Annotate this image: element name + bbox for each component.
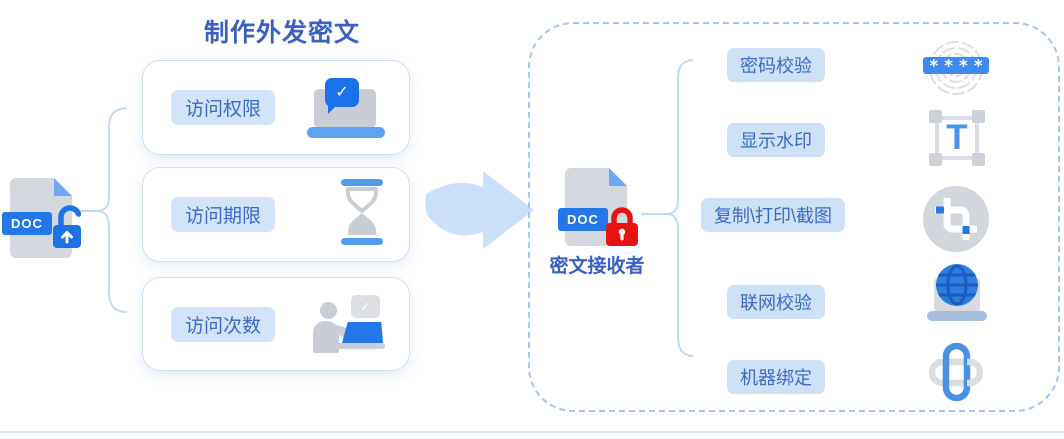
svg-text:* * * *: * * * * [929, 57, 982, 77]
page-title: 制作外发密文 [203, 19, 360, 47]
bottom-divider [0, 431, 1064, 433]
recipient-doc-icon: DOC [558, 168, 638, 246]
feature-pill-machine-binding: 机器绑定 [727, 360, 825, 394]
option-pill-access-permission: 访问权限 [171, 90, 276, 125]
option-pill-access-period: 访问期限 [171, 197, 276, 232]
feature-pill-network-check: 联网校验 [727, 285, 825, 319]
option-pill-access-count: 访问次数 [171, 306, 276, 342]
laptop-check-icon: ✓ [307, 77, 385, 138]
screenshot-crop-icon [923, 186, 989, 252]
card-access-permission: 访问权限 ✓ [142, 60, 410, 155]
recipient-label: 密文接收者 [549, 256, 645, 277]
card-access-period: 访问期限 [142, 167, 410, 262]
feature-pill-watermark: 显示水印 [727, 123, 825, 157]
unlocked-icon [53, 205, 82, 248]
locked-icon [606, 207, 638, 246]
flow-arrow [425, 171, 534, 249]
machine-link-icon [929, 343, 983, 401]
hourglass-icon [339, 179, 385, 250]
card-access-count: 访问次数 ✓ [142, 277, 410, 371]
source-doc-icon: DOC [2, 178, 82, 258]
feature-pill-password-check: 密码校验 [727, 48, 825, 82]
doc-type-badge: DOC [558, 208, 608, 231]
network-globe-icon [927, 264, 987, 322]
check-bubble-icon: ✓ [351, 295, 380, 318]
feature-pill-copy-print-screenshot: 复制\打印\截图 [700, 198, 846, 232]
doc-type-badge: DOC [2, 212, 52, 235]
check-bubble-icon: ✓ [325, 77, 359, 114]
recipient-dashed-container [528, 22, 1060, 412]
watermark-text-icon: T [929, 110, 985, 166]
password-fingerprint-icon: * * * * [923, 41, 989, 95]
person-laptop-icon: ✓ [311, 295, 385, 353]
watermark-letter: T [946, 118, 968, 157]
